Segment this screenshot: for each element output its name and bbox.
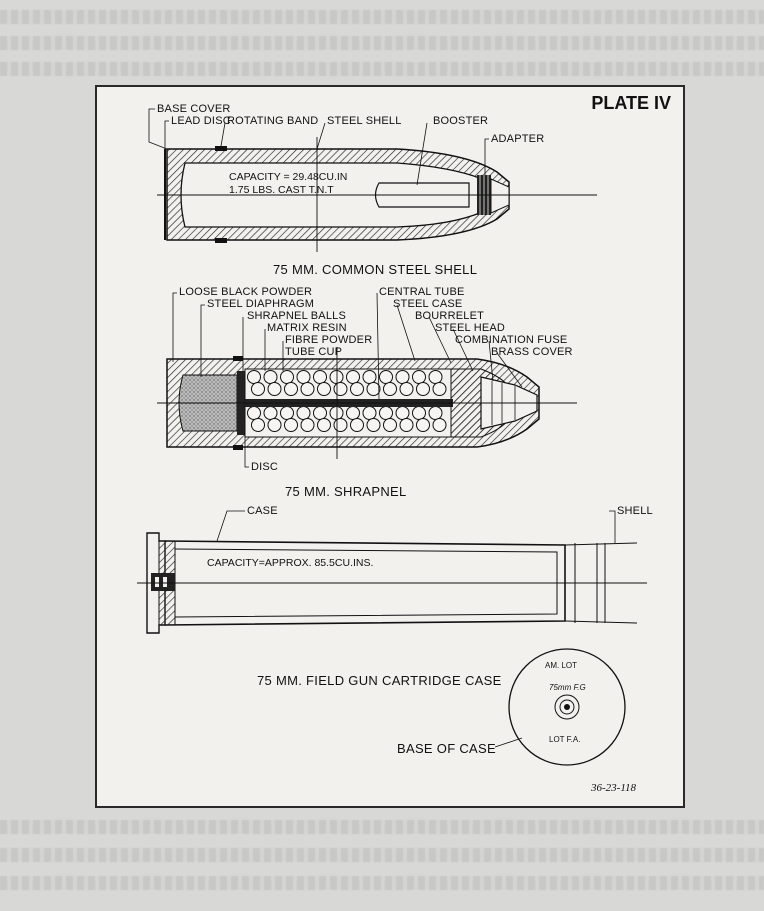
shrapnel-ball: [317, 418, 331, 432]
shrapnel-drawing: [157, 292, 577, 468]
shrapnel-ball: [300, 382, 315, 396]
label-base-of-case: BASE OF CASE: [397, 741, 496, 756]
label-case: CASE: [247, 505, 278, 517]
shrapnel-ball: [379, 406, 393, 420]
label-base-cover: BASE COVER: [157, 103, 231, 115]
shrapnel-ball: [280, 406, 294, 420]
shrapnel-ball: [284, 382, 298, 396]
plate-reference-number: 36-23-118: [591, 782, 637, 794]
shrapnel-ball: [263, 406, 278, 420]
shrapnel-ball: [412, 406, 426, 420]
stamp-lot-fa: LOT F.A.: [549, 735, 581, 744]
shrapnel-ball: [247, 406, 261, 420]
label-fibre-powder: FIBRE POWDER: [285, 334, 373, 346]
base-of-case-drawing: [494, 648, 626, 766]
shrapnel-ball: [267, 382, 282, 396]
shrapnel-ball: [432, 418, 447, 432]
caption-shrapnel: 75 MM. SHRAPNEL: [285, 484, 407, 499]
shrapnel-ball: [263, 370, 278, 384]
label-steel-case: STEEL CASE: [393, 298, 463, 310]
label-steel-shell: STEEL SHELL: [327, 115, 402, 127]
shrapnel-ball: [313, 406, 327, 420]
shrapnel-ball: [333, 418, 348, 432]
shrapnel-ball: [296, 370, 311, 384]
stamp-am-lot: AM. LOT: [545, 661, 578, 670]
label-rotating-band: ROTATING BAND: [227, 115, 319, 127]
shrapnel-ball: [366, 382, 381, 396]
shrapnel-ball: [247, 370, 261, 384]
common-shell-capacity-1: CAPACITY = 29.48CU.IN: [229, 171, 348, 183]
label-loose-black-powder: LOOSE BLACK POWDER: [179, 286, 313, 298]
caption-field-gun-cartridge-case: 75 MM. FIELD GUN CARTRIDGE CASE: [257, 673, 502, 688]
shrapnel-ball: [399, 382, 414, 396]
shrapnel-ball: [383, 418, 397, 432]
stamp-75mm-fg: 75mm F.G: [549, 683, 586, 692]
label-tube-cup: TUBE CUP: [285, 346, 343, 358]
shrapnel-ball: [284, 418, 298, 432]
label-matrix-resin: MATRIX RESIN: [267, 322, 347, 334]
shrapnel-ball: [379, 370, 393, 384]
label-steel-head: STEEL HEAD: [435, 322, 506, 334]
shrapnel-ball: [346, 370, 360, 384]
label-shell: SHELL: [617, 505, 653, 517]
shrapnel-ball: [416, 382, 430, 396]
label-combination-fuse: COMBINATION FUSE: [455, 334, 568, 346]
shrapnel-ball: [329, 370, 344, 384]
shrapnel-ball: [296, 406, 311, 420]
shrapnel-ball: [366, 418, 381, 432]
shrapnel-ball: [395, 370, 410, 384]
label-steel-diaphragm: STEEL DIAPHRAGM: [207, 298, 315, 310]
label-shrapnel-balls: SHRAPNEL BALLS: [247, 310, 346, 322]
shrapnel-ball: [395, 406, 410, 420]
label-brass-cover: BRASS COVER: [491, 346, 573, 358]
shrapnel-ball: [383, 382, 397, 396]
shrapnel-ball: [346, 406, 360, 420]
shrapnel-ball: [313, 370, 327, 384]
shrapnel-ball: [399, 418, 414, 432]
shrapnel-ball: [416, 418, 430, 432]
shrapnel-ball: [251, 382, 265, 396]
common-steel-shell-drawing: [148, 108, 597, 252]
shrapnel-ball: [362, 370, 377, 384]
plate-drawing: [137, 108, 647, 766]
shrapnel-ball: [362, 406, 377, 420]
shrapnel-ball: [428, 370, 443, 384]
label-adapter: ADAPTER: [491, 133, 545, 145]
label-lead-disc: LEAD DISC: [171, 115, 231, 127]
label-bourrelet: BOURRELET: [415, 310, 485, 322]
cartridge-case-drawing: [137, 510, 647, 634]
shrapnel-ball: [432, 382, 447, 396]
label-booster: BOOSTER: [433, 115, 489, 127]
shrapnel-ball: [350, 382, 364, 396]
shrapnel-ball: [317, 382, 331, 396]
label-central-tube: CENTRAL TUBE: [379, 286, 465, 298]
label-disc: DISC: [251, 461, 279, 473]
shrapnel-ball: [251, 418, 265, 432]
common-shell-capacity-2: 1.75 LBS. CAST T.N.T: [229, 184, 334, 196]
shrapnel-ball: [267, 418, 282, 432]
shrapnel-ball: [412, 370, 426, 384]
cartridge-capacity: CAPACITY=APPROX. 85.5CU.INS.: [207, 557, 374, 569]
shrapnel-ball: [350, 418, 364, 432]
plate-illustration: PLATE IV BASE COVER LEAD DISC ROTATING B…: [95, 85, 685, 808]
caption-common-steel-shell: 75 MM. COMMON STEEL SHELL: [273, 262, 478, 277]
shrapnel-ball: [280, 370, 294, 384]
shrapnel-ball: [300, 418, 315, 432]
shrapnel-ball: [333, 382, 348, 396]
plate-title: PLATE IV: [591, 93, 671, 113]
shrapnel-ball: [428, 406, 443, 420]
shrapnel-ball: [329, 406, 344, 420]
